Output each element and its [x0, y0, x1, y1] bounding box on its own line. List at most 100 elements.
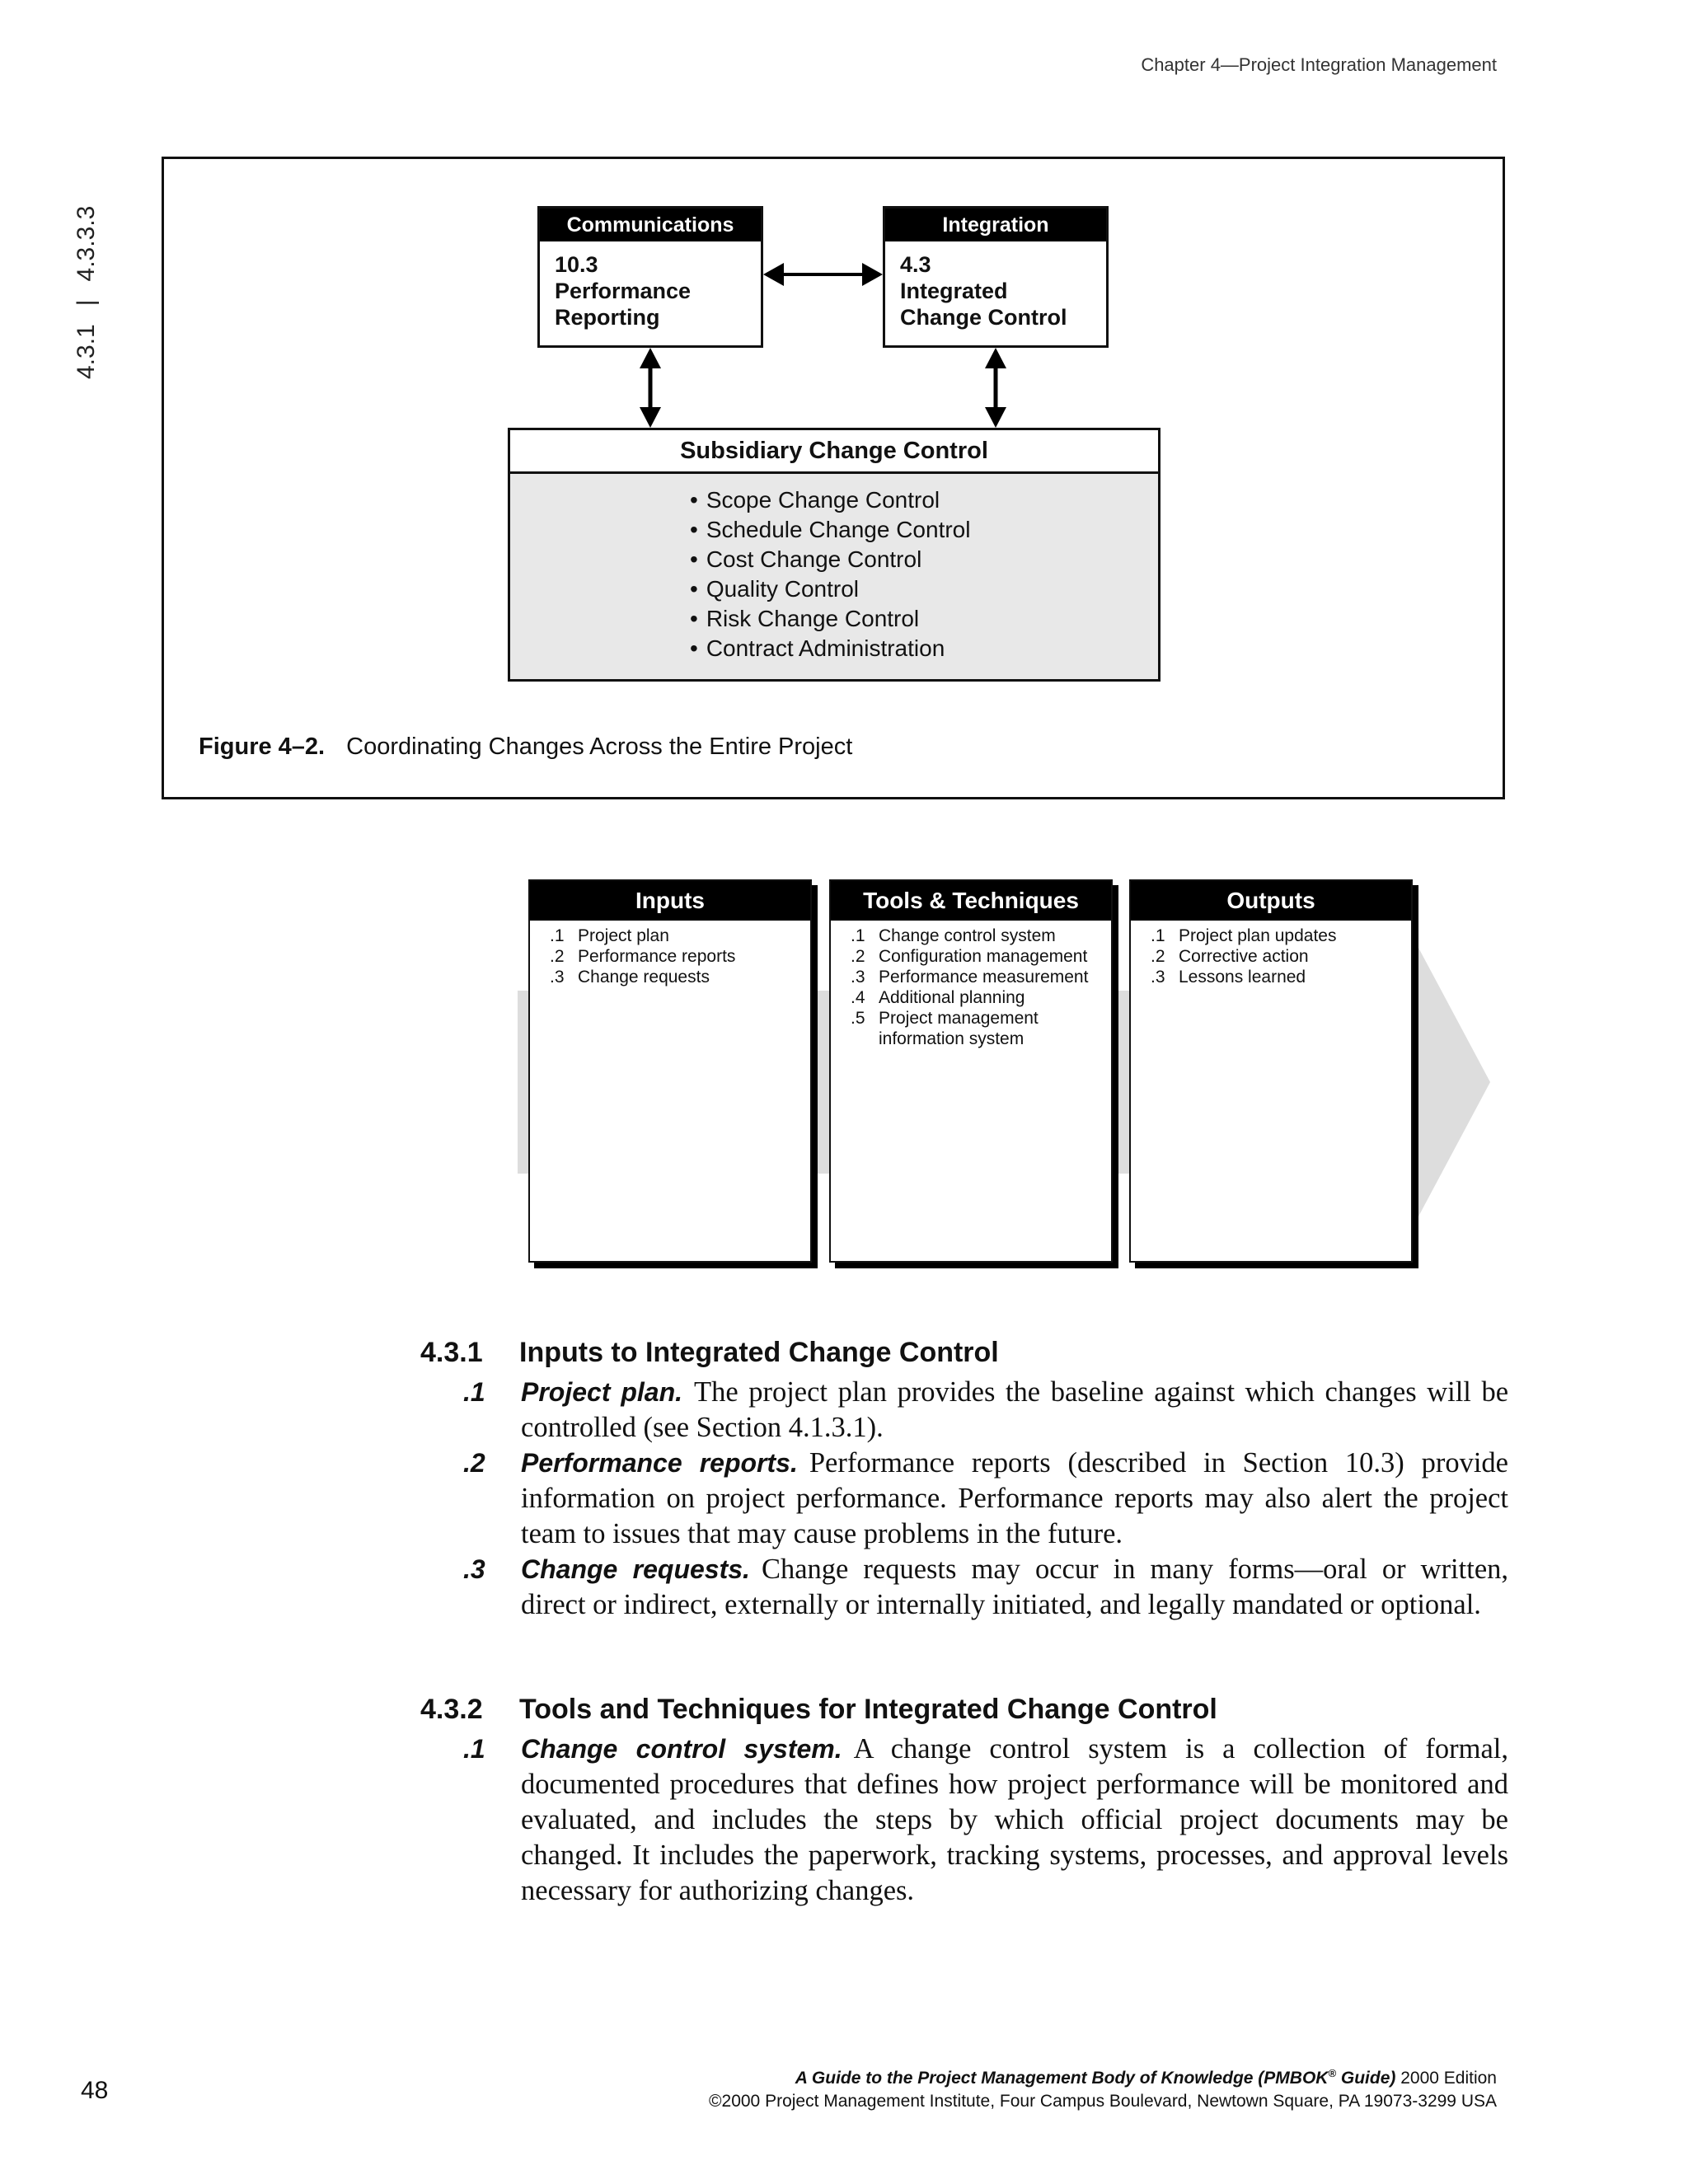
arrowhead-down-icon: [985, 407, 1006, 428]
item-number: .3: [1151, 968, 1165, 987]
outputs-header: Outputs: [1131, 881, 1411, 921]
integration-header: Integration: [885, 209, 1106, 241]
item-number: .3: [851, 968, 865, 987]
book-title-end: Guide): [1336, 2069, 1396, 2088]
paragraph-item: .3 Change requests.Change requests may o…: [420, 1552, 1508, 1623]
footer-book-title: A Guide to the Project Management Body o…: [795, 2067, 1497, 2088]
communications-box: Communications 10.3 Performance Reportin…: [537, 206, 763, 348]
registered-mark: ®: [1328, 2067, 1337, 2079]
item-body: Performance reports (described in Sectio…: [521, 1447, 1508, 1549]
arrowhead-up-icon: [985, 348, 1006, 368]
outputs-list: .1 Project plan updates .2 Corrective acti…: [1151, 926, 1411, 987]
item-number: .1: [463, 1377, 485, 1407]
section-range-separator: |: [73, 299, 100, 307]
list-item: .4 Additional planning: [851, 987, 1111, 1008]
tools-techniques-header: Tools & Techniques: [831, 881, 1111, 921]
item-body: A change control system is a collection …: [521, 1733, 1509, 1906]
communications-line: Performance: [555, 279, 692, 303]
figure-4-2: Communications 10.3 Performance Reportin…: [162, 157, 1505, 799]
item-number: .1: [550, 926, 565, 945]
list-item: .1 Change control system: [851, 926, 1111, 946]
item-text: Change control system: [879, 926, 1056, 945]
integration-line: Change Control: [900, 305, 1067, 330]
item-text: Corrective action: [1179, 947, 1309, 966]
item-text: Configuration management: [879, 947, 1088, 966]
integration-box: Integration 4.3 Integrated Change Contro…: [883, 206, 1109, 348]
item-body: Change requests may occur in many forms—…: [521, 1554, 1509, 1620]
item-text: Project plan updates: [1179, 926, 1337, 945]
list-item: Schedule Change Control: [690, 515, 1158, 545]
section-heading-4-3-2: 4.3.2 Tools and Techniques for Integrated…: [420, 1694, 1217, 1726]
list-item: .2 Corrective action: [1151, 946, 1411, 967]
item-text: Lessons learned: [1179, 968, 1306, 987]
section-range-start: 4.3.1: [73, 324, 100, 379]
list-item: .1 Project plan: [550, 926, 810, 946]
section-range-tab: 4.3.1 | 4.3.3.3: [66, 33, 107, 379]
outputs-box: Outputs .1 Project plan updates .2 Correct…: [1129, 879, 1413, 1263]
item-number: .2: [550, 947, 565, 966]
chapter-header: Chapter 4—Project Integration Management: [1141, 54, 1497, 75]
integration-line: 4.3: [900, 252, 931, 277]
section-range-end: 4.3.3.3: [73, 205, 100, 282]
item-text: Project management information system: [879, 1009, 1039, 1048]
list-item: Contract Administration: [690, 634, 1158, 663]
section-heading-4-3-1: 4.3.1 Inputs to Integrated Change Control: [420, 1337, 999, 1369]
item-number: .3: [550, 968, 565, 987]
arrowhead-up-icon: [640, 348, 661, 368]
section-title: Tools and Techniques for Integrated Chan…: [519, 1694, 1217, 1725]
item-lead: Change control system.: [521, 1734, 842, 1764]
inputs-list: .1 Project plan .2 Performance reports .3 C…: [550, 926, 810, 987]
list-item: Cost Change Control: [690, 545, 1158, 574]
item-text: Performance reports: [578, 947, 736, 966]
item-body: The project plan provides the baseline a…: [521, 1376, 1509, 1443]
item-text: Additional planning: [879, 988, 1025, 1007]
page-number: 48: [81, 2077, 109, 2104]
section-number: 4.3.1: [420, 1337, 483, 1368]
item-lead: Project plan.: [521, 1377, 683, 1407]
book-title: A Guide to the Project Management Body o…: [795, 2069, 1329, 2088]
figure-title: Coordinating Changes Across the Entire P…: [346, 733, 853, 760]
arrowhead-left-icon: [763, 263, 784, 286]
list-item: .1 Project plan updates: [1151, 926, 1411, 946]
figure-caption: Figure 4–2. Coordinating Changes Across t…: [199, 733, 852, 761]
item-number: .2: [1151, 947, 1165, 966]
communications-process: 10.3 Performance Reporting: [540, 241, 761, 340]
item-number: .2: [851, 947, 865, 966]
item-number: .3: [463, 1554, 485, 1584]
item-number: .1: [851, 926, 865, 945]
list-item: .2 Configuration management: [851, 946, 1111, 967]
communications-line: 10.3: [555, 252, 598, 277]
paragraph-item: .2 Performance reports.Performance repor…: [420, 1446, 1508, 1552]
communications-line: Reporting: [555, 305, 660, 330]
integration-process: 4.3 Integrated Change Control: [885, 241, 1106, 340]
item-number: .1: [1151, 926, 1165, 945]
list-item: Risk Change Control: [690, 604, 1158, 634]
section-title: Inputs to Integrated Change Control: [519, 1337, 999, 1368]
subsidiary-list: Scope Change Control Schedule Change Con…: [690, 485, 1158, 663]
item-number: .1: [463, 1734, 485, 1764]
connector-arrows: [640, 263, 1006, 428]
list-item: Quality Control: [690, 574, 1158, 604]
list-item: .3 Performance measurement: [851, 967, 1111, 987]
paragraph-item: .1 Project plan.The project plan provide…: [420, 1375, 1508, 1446]
list-item: .3 Lessons learned: [1151, 967, 1411, 987]
footer-copyright: ©2000 Project Management Institute, Four…: [709, 2092, 1497, 2111]
tools-techniques-box: Tools & Techniques .1 Change control syst…: [829, 879, 1113, 1263]
section-number: 4.3.2: [420, 1694, 483, 1725]
arrowhead-right-icon: [862, 263, 883, 286]
figure-label: Figure 4–2.: [199, 733, 326, 760]
item-lead: Change requests.: [521, 1554, 750, 1584]
item-text: Performance measurement: [879, 968, 1089, 987]
inputs-box: Inputs .1 Project plan .2 Performance repo…: [528, 879, 812, 1263]
item-number: .5: [851, 1009, 865, 1028]
list-item: .5 Project management information system: [851, 1008, 1111, 1049]
integration-line: Integrated: [900, 279, 1008, 303]
subsidiary-title: Subsidiary Change Control: [510, 430, 1158, 474]
tools-techniques-list: .1 Change control system .2 Configuration …: [851, 926, 1111, 1049]
item-text: Change requests: [578, 968, 710, 987]
item-number: .4: [851, 988, 865, 1007]
item-text: Project plan: [578, 926, 669, 945]
item-number: .2: [463, 1448, 485, 1478]
subsidiary-change-control-box: Subsidiary Change Control Scope Change C…: [508, 428, 1160, 682]
inputs-header: Inputs: [530, 881, 810, 921]
